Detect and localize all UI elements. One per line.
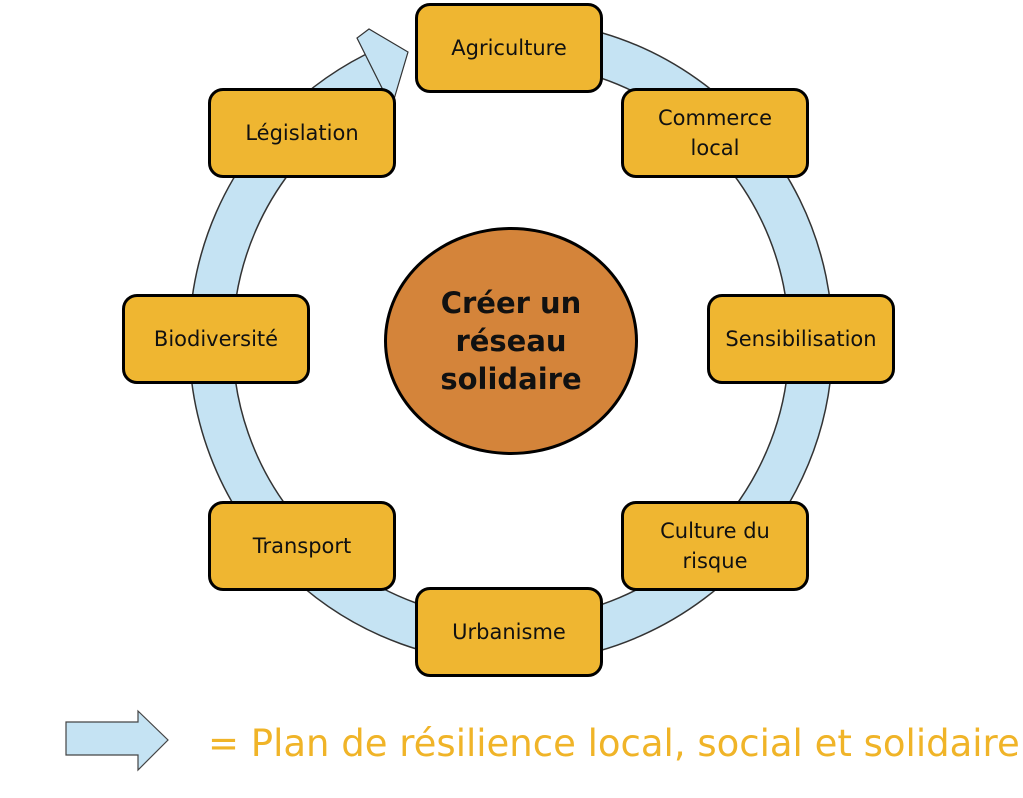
node-label: Urbanisme — [452, 620, 566, 644]
node-label: Sensibilisation — [725, 327, 877, 351]
node-label: Agriculture — [451, 36, 567, 60]
legend-text: = Plan de résilience local, social et so… — [208, 722, 1020, 765]
node-sensibilisation: Sensibilisation — [707, 294, 895, 384]
node-label: Transport — [252, 534, 352, 558]
node-biodiversite: Biodiversité — [122, 294, 310, 384]
node-commerce-local: Commerce local — [621, 88, 809, 178]
node-label: Biodiversité — [153, 327, 279, 351]
node-agriculture: Agriculture — [415, 3, 603, 93]
legend-arrow-icon — [65, 709, 169, 772]
center-goal: Créer un réseau solidaire — [384, 227, 638, 455]
center-title: Créer un réseau solidaire — [440, 286, 582, 396]
node-legislation: Législation — [208, 88, 396, 178]
node-label: Législation — [245, 121, 359, 145]
node-label: Commerce local — [658, 106, 772, 160]
node-transport: Transport — [208, 501, 396, 591]
node-urbanisme: Urbanisme — [415, 587, 603, 677]
node-culture-du-risque: Culture du risque — [621, 501, 809, 591]
node-label: Culture du risque — [660, 519, 770, 573]
